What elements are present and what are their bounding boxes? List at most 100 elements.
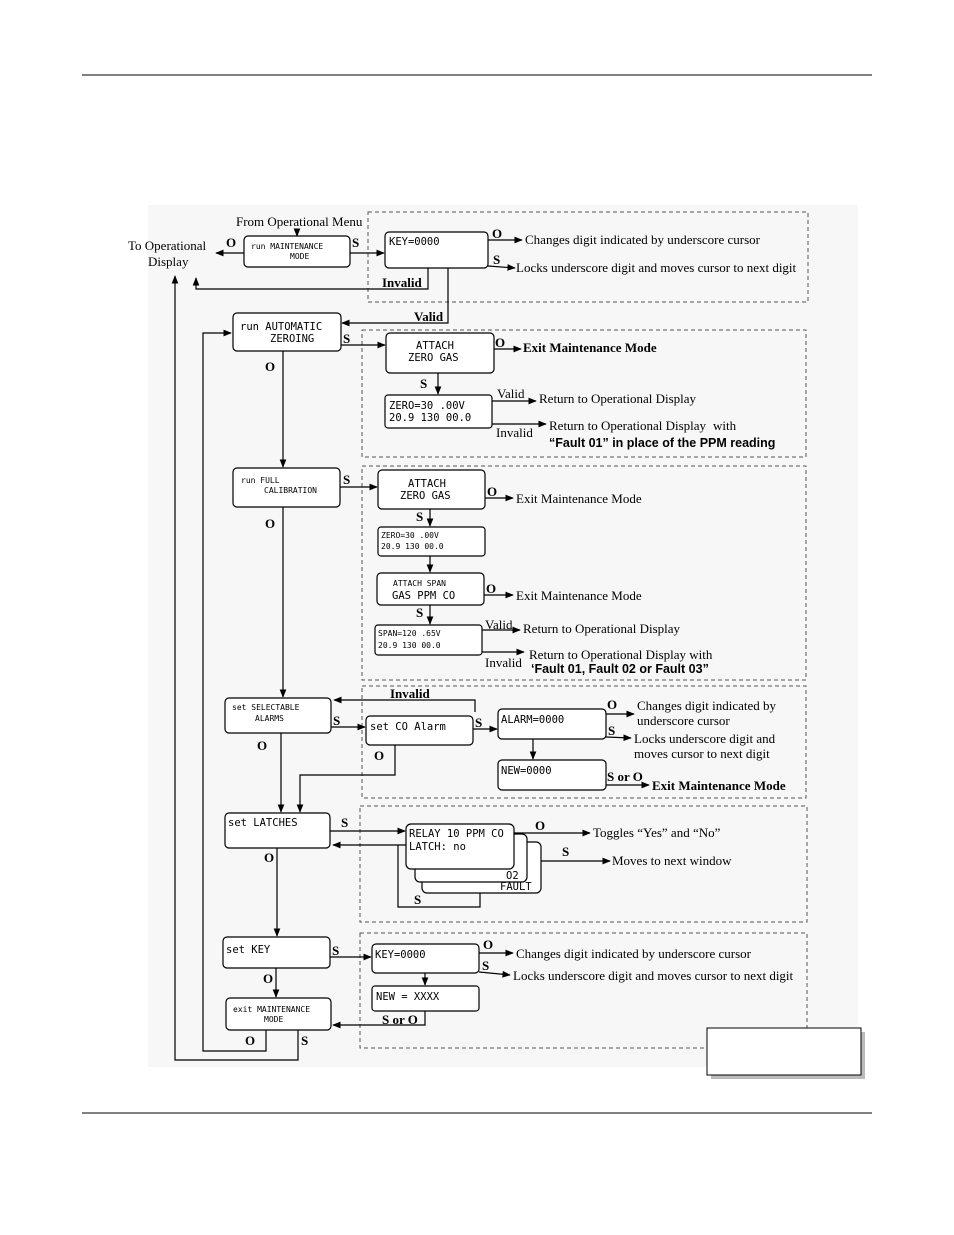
span-readout-box xyxy=(374,624,483,656)
o-label: O xyxy=(486,581,496,596)
o-label: O xyxy=(492,226,502,241)
o-label: O xyxy=(535,818,545,833)
panel-latches xyxy=(359,805,808,923)
s-or-o-label: S or O xyxy=(607,769,643,784)
s-label: S xyxy=(333,713,340,728)
note-alarm-locks-2: moves cursor to next digit xyxy=(634,746,770,761)
note-changes-digit: Changes digit indicated by underscore cu… xyxy=(525,232,761,247)
s-label: S xyxy=(414,892,421,907)
run-full-line1: run FULL xyxy=(241,476,280,485)
attach-zero-line1: ATTACH xyxy=(416,340,454,352)
s-label: S xyxy=(332,943,339,958)
attach-span-line1: ATTACH SPAN xyxy=(393,579,446,588)
s-label: S xyxy=(482,958,489,973)
valid-label: Valid xyxy=(414,309,444,324)
o-label: O xyxy=(245,1033,255,1048)
note-exit-maintenance: Exit Maintenance Mode xyxy=(516,588,642,603)
s-label: S xyxy=(608,723,615,738)
o-label: O xyxy=(374,748,384,763)
relay-line2: LATCH: no xyxy=(409,841,466,853)
o-label: O xyxy=(607,697,617,712)
o-label: O xyxy=(263,971,273,986)
attach-span-line2: GAS PPM CO xyxy=(392,590,455,602)
panel-alarms xyxy=(361,685,807,799)
o-label: O xyxy=(265,516,275,531)
attach-zero-gas-b-box xyxy=(377,469,486,510)
key-box xyxy=(384,231,489,269)
new-alarm-box xyxy=(497,759,607,791)
panel-zeroing xyxy=(361,329,807,458)
set-co-alarm-box xyxy=(365,715,474,746)
attach-zero-gas-box xyxy=(385,332,495,374)
o-label: O xyxy=(264,850,274,865)
sel-alarms-line2: ALARMS xyxy=(255,714,284,723)
note-return-display: Return to Operational Display xyxy=(523,621,681,636)
key-value: KEY=0000 xyxy=(389,236,440,248)
note-fault01: “Fault 01” in place of the PPM reading xyxy=(549,436,775,450)
invalid-label: Invalid xyxy=(485,655,522,670)
note-changes-digit: Changes digit indicated by underscore cu… xyxy=(516,946,752,961)
attach-zero-line2: ZERO GAS xyxy=(408,352,459,364)
set-latches-label: set LATCHES xyxy=(228,817,298,829)
note-toggles: Toggles “Yes” and “No” xyxy=(593,825,721,840)
sel-alarms-line1: set SELECTABLE xyxy=(232,703,300,712)
exit-maint-line1: exit MAINTENANCE xyxy=(233,1005,310,1014)
o-label: O xyxy=(487,484,497,499)
zero-readout-line2: 20.9 130 00.0 xyxy=(389,412,471,424)
s-label: S xyxy=(493,252,500,267)
s-or-o-label: S or O xyxy=(382,1012,418,1027)
run-automatic-line2: ZEROING xyxy=(270,333,314,345)
note-alarm-changes-2: underscore cursor xyxy=(637,713,730,728)
relay-o2: O2 xyxy=(506,870,519,882)
s-label: S xyxy=(420,376,427,391)
attach-zero-b-line1: ATTACH xyxy=(408,478,446,490)
note-return-display: Return to Operational Display xyxy=(539,391,697,406)
zero-readout-line1: ZERO=30 .00V xyxy=(389,400,466,412)
s-label: S xyxy=(562,844,569,859)
invalid-label: Invalid xyxy=(390,686,431,701)
s-label: S xyxy=(341,815,348,830)
relay-line1: RELAY 10 PPM CO xyxy=(409,828,504,840)
new-key-value: NEW = XXXX xyxy=(376,991,440,1003)
to-display-label-2: Display xyxy=(148,254,189,269)
note-exit-maintenance: Exit Maintenance Mode xyxy=(516,491,642,506)
s-label: S xyxy=(343,472,350,487)
run-automatic-zeroing-box xyxy=(232,312,342,352)
valid-label: Valid xyxy=(497,386,525,401)
s-label: S xyxy=(352,235,359,250)
s-label: S xyxy=(416,509,423,524)
o-label: O xyxy=(265,359,275,374)
run-full-line2: CALIBRATION xyxy=(264,486,317,495)
run-maintenance-line2: MODE xyxy=(290,252,309,261)
to-display-label-1: To Operational xyxy=(128,238,207,253)
zero-b-readout-box xyxy=(377,526,486,557)
panel-key xyxy=(367,211,809,303)
zero-b-line1: ZERO=30 .00V xyxy=(381,531,439,540)
callout-box xyxy=(706,1027,862,1076)
note-next-window: Moves to next window xyxy=(612,853,732,868)
o-label: O xyxy=(495,335,505,350)
o-label: O xyxy=(226,235,236,250)
s-label: S xyxy=(343,331,350,346)
attach-zero-b-line2: ZERO GAS xyxy=(400,490,451,502)
set-key-label: set KEY xyxy=(226,944,271,956)
latch-co-box xyxy=(405,823,515,870)
s-label: S xyxy=(475,715,482,730)
relay-fault: FAULT xyxy=(500,881,532,893)
span-line1: SPAN=120 .65V xyxy=(378,629,441,638)
run-automatic-line1: run AUTOMATIC xyxy=(240,321,322,333)
run-maintenance-mode-box xyxy=(243,235,351,268)
note-exit-maintenance: Exit Maintenance Mode xyxy=(523,340,657,355)
invalid-label: Invalid xyxy=(496,425,533,440)
zero-readout-box xyxy=(384,394,493,429)
set-co-alarm-label: set CO Alarm xyxy=(370,721,446,733)
run-maintenance-line1: run MAINTENANCE xyxy=(251,242,323,251)
span-line2: 20.9 130 00.0 xyxy=(378,641,441,650)
key2-value: KEY=0000 xyxy=(375,949,426,961)
s-label: S xyxy=(416,605,423,620)
o-label: O xyxy=(483,937,493,952)
alarm-box xyxy=(497,708,607,740)
valid-label: Valid xyxy=(485,617,513,632)
note-return-display-with2: Return to Operational Display with xyxy=(529,647,713,662)
